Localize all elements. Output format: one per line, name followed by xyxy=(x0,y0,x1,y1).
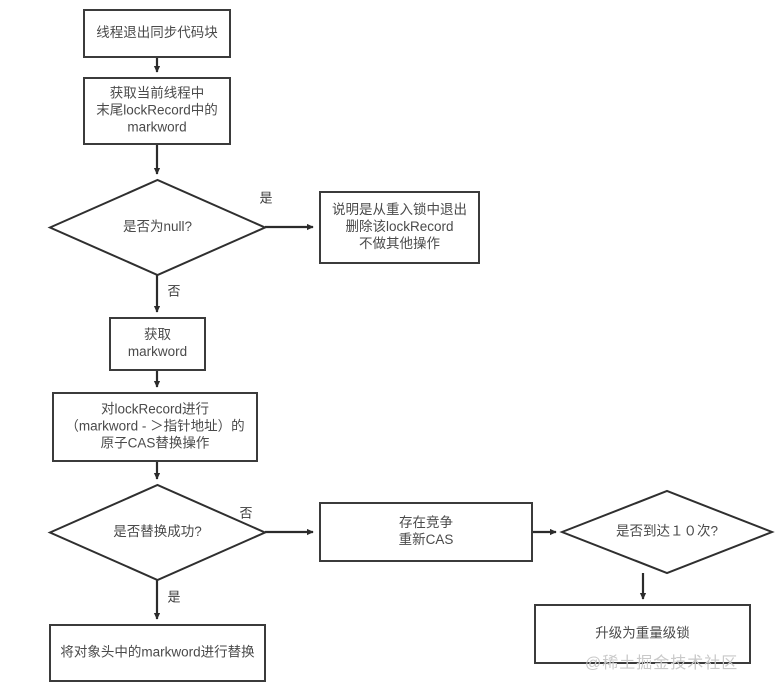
node-text-line: 线程退出同步代码块 xyxy=(96,25,218,40)
node-shape-rect xyxy=(319,191,480,264)
node-shape-rect xyxy=(534,604,751,664)
node-text-line: 将对象头中的markword进行替换 xyxy=(60,645,255,660)
node-text-line: 是否为null? xyxy=(123,219,192,234)
node-shape-rect xyxy=(83,9,231,58)
node-shape-rect xyxy=(109,317,206,371)
node-text-line: 原子CAS替换操作 xyxy=(101,436,210,451)
node-shape-diamond xyxy=(47,178,268,277)
node-text-line: 对lockRecord进行 xyxy=(101,402,209,417)
nodes-layer: 线程退出同步代码块获取当前线程中末尾lockRecord中的markword是否… xyxy=(47,9,775,682)
decision-node[interactable]: 是否到达１０次? xyxy=(559,489,775,575)
node-text-line: markword xyxy=(127,120,186,135)
node-text-line: 存在竞争 xyxy=(399,514,453,530)
node-text-line: 重新CAS xyxy=(399,532,454,547)
node-text-line: 说明是从重入锁中退出 xyxy=(332,202,467,217)
node-text-line: 删除该lockRecord xyxy=(345,219,453,234)
process-node[interactable]: 将对象头中的markword进行替换 xyxy=(49,624,266,682)
process-node[interactable]: 对lockRecord进行 （markword - ＞指针地址）的原子CAS替换操… xyxy=(52,392,258,462)
edge-label: 是 xyxy=(259,190,272,205)
node-text-line: markword xyxy=(128,344,187,359)
node-text-line: 获取当前线程中 xyxy=(110,85,205,101)
process-node[interactable]: 线程退出同步代码块 xyxy=(83,9,231,58)
node-text-line: 是否到达１０次? xyxy=(616,524,718,539)
edge-label: 否 xyxy=(239,505,252,520)
decision-node[interactable]: 是否替换成功? xyxy=(47,483,268,582)
process-node[interactable]: 获取 markword xyxy=(109,317,206,371)
edge-label: 否 xyxy=(167,283,180,298)
node-text-line: 是否替换成功? xyxy=(113,524,202,539)
node-shape-rect xyxy=(319,502,533,562)
node-text-line: 末尾lockRecord中的 xyxy=(96,103,218,118)
edges-layer xyxy=(153,57,647,620)
node-shape-diamond xyxy=(47,483,268,582)
node-shape-rect xyxy=(49,624,266,682)
node-text-line: （markword - ＞指针地址）的 xyxy=(65,419,244,434)
node-text-line: 升级为重量级锁 xyxy=(595,626,690,641)
watermark-label: @稀土掘金技术社区 xyxy=(585,654,738,672)
edge-label: 是 xyxy=(167,589,180,604)
decision-node[interactable]: 是否为null? xyxy=(47,178,268,277)
process-node[interactable]: 升级为重量级锁 xyxy=(534,604,751,664)
node-text-line: 获取 xyxy=(144,327,171,342)
node-shape-rect xyxy=(83,77,231,145)
node-shape-rect xyxy=(52,392,258,462)
node-shape-diamond xyxy=(559,489,775,575)
node-text-line: 不做其他操作 xyxy=(359,236,440,251)
